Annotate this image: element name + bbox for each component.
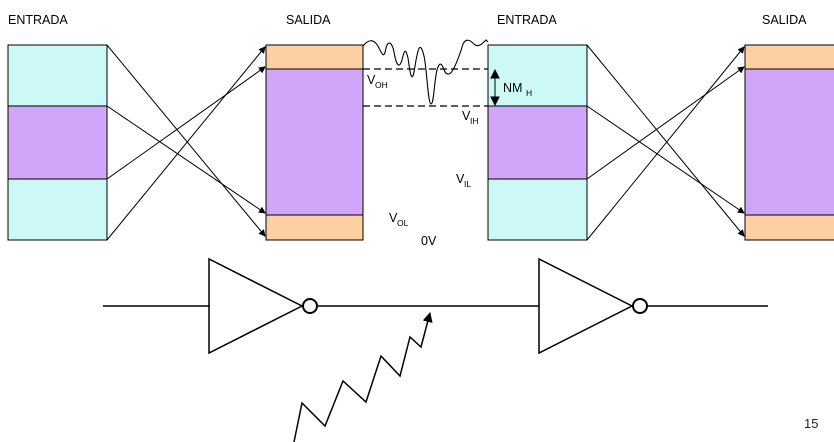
- inverter-bubble: [632, 298, 648, 314]
- salida-left-bar: [265, 44, 364, 241]
- undefined-region: [7, 105, 108, 180]
- voh-label: V OH: [367, 73, 388, 90]
- middle-region: [265, 68, 364, 216]
- entrada-left-label: ENTRADA: [8, 13, 68, 27]
- svg-text:NM: NM: [503, 81, 522, 95]
- low-region: [7, 178, 108, 241]
- entrada-left-bar: [7, 44, 108, 241]
- vol-label: V OL: [389, 211, 409, 228]
- svg-text:OL: OL: [397, 218, 409, 228]
- high-region: [487, 44, 588, 107]
- nmh-arrow: [490, 68, 500, 107]
- inverter-triangle: [538, 257, 634, 355]
- svg-text:V: V: [462, 109, 471, 123]
- svg-text:H: H: [526, 88, 532, 98]
- inverter-1: [208, 257, 318, 355]
- low-output-region: [744, 214, 834, 241]
- svg-text:IL: IL: [464, 179, 471, 189]
- inverter-triangle: [208, 257, 304, 355]
- zero-volt-label: 0V: [421, 234, 437, 248]
- svg-text:V: V: [389, 211, 398, 225]
- noise-waveform: [362, 39, 489, 105]
- undefined-region: [487, 105, 588, 180]
- inverter-2: [538, 257, 648, 355]
- noise-injection-arrow: [293, 312, 433, 442]
- inverter-bubble: [302, 298, 318, 314]
- svg-text:OH: OH: [375, 80, 388, 90]
- high-output-region: [265, 44, 364, 70]
- svg-text:IH: IH: [470, 116, 479, 126]
- vil-label: V IL: [456, 172, 471, 189]
- vih-label: V IH: [462, 109, 479, 126]
- page-number: 15: [804, 416, 818, 431]
- nmh-label: NM H: [503, 81, 532, 98]
- svg-text:V: V: [367, 73, 376, 87]
- mapping-arrows-right: [586, 44, 745, 241]
- entrada-right-label: ENTRADA: [497, 13, 557, 27]
- middle-region: [744, 68, 834, 216]
- low-region: [487, 178, 588, 241]
- mapping-arrows-left: [106, 44, 266, 241]
- salida-right-bar: [744, 44, 834, 241]
- low-output-region: [265, 214, 364, 241]
- salida-right-label: SALIDA: [762, 13, 807, 27]
- high-output-region: [744, 44, 834, 70]
- salida-left-label: SALIDA: [286, 13, 331, 27]
- svg-text:V: V: [456, 172, 465, 186]
- entrada-right-bar: [487, 44, 588, 241]
- high-region: [7, 44, 108, 107]
